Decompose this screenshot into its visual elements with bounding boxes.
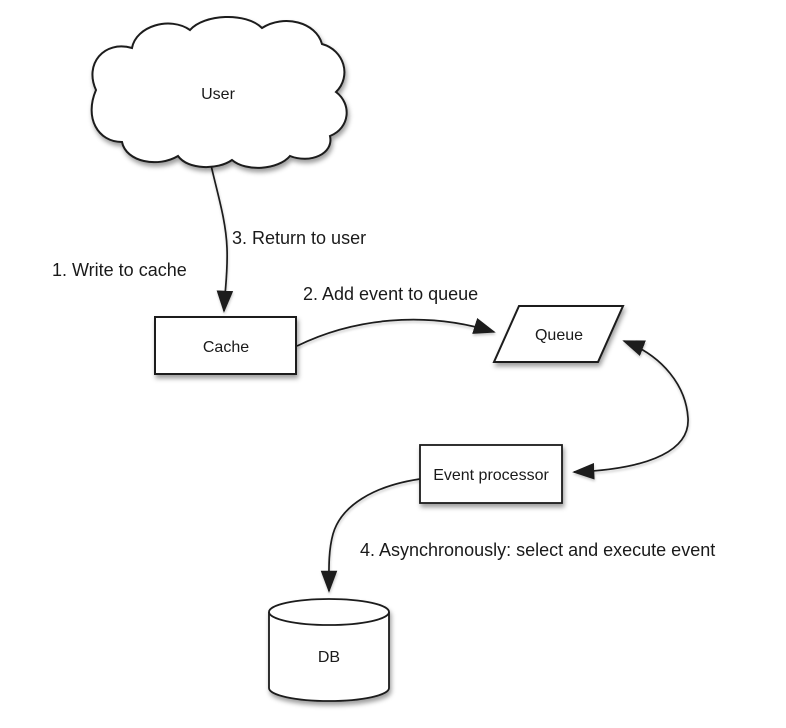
annotation-step4: 4. Asynchronously: select and execute ev… [360, 540, 715, 560]
edge-event-processor-to-db [320, 478, 421, 593]
annotation-step2: 2. Add event to queue [303, 284, 478, 304]
annotation-step3: 3. Return to user [232, 228, 366, 248]
node-user-label: User [201, 86, 235, 103]
edge-queue-event-processor-bidirectional [572, 340, 689, 480]
annotation-step1: 1. Write to cache [52, 260, 187, 280]
node-db: DB [268, 598, 390, 702]
node-cache-label: Cache [203, 339, 249, 356]
edge-user-to-cache [210, 164, 234, 313]
node-queue-label: Queue [535, 327, 583, 344]
queue-parallelogram [492, 305, 625, 363]
node-cache: Cache [154, 316, 297, 375]
cloud-shape [90, 16, 348, 169]
db-cylinder-body [268, 612, 390, 702]
node-event-processor: Event processor [419, 444, 563, 504]
event-processor-rectangle [419, 444, 563, 504]
node-queue: Queue [492, 305, 625, 363]
annotations: 1. Write to cache 3. Return to user 2. A… [52, 228, 715, 560]
node-user: User [90, 16, 348, 169]
cache-rectangle [154, 316, 297, 375]
edge-cache-to-queue [296, 318, 496, 347]
node-event-processor-label: Event processor [433, 467, 549, 484]
edges [210, 164, 689, 593]
db-cylinder-top [268, 598, 390, 626]
node-db-label: DB [318, 649, 340, 666]
